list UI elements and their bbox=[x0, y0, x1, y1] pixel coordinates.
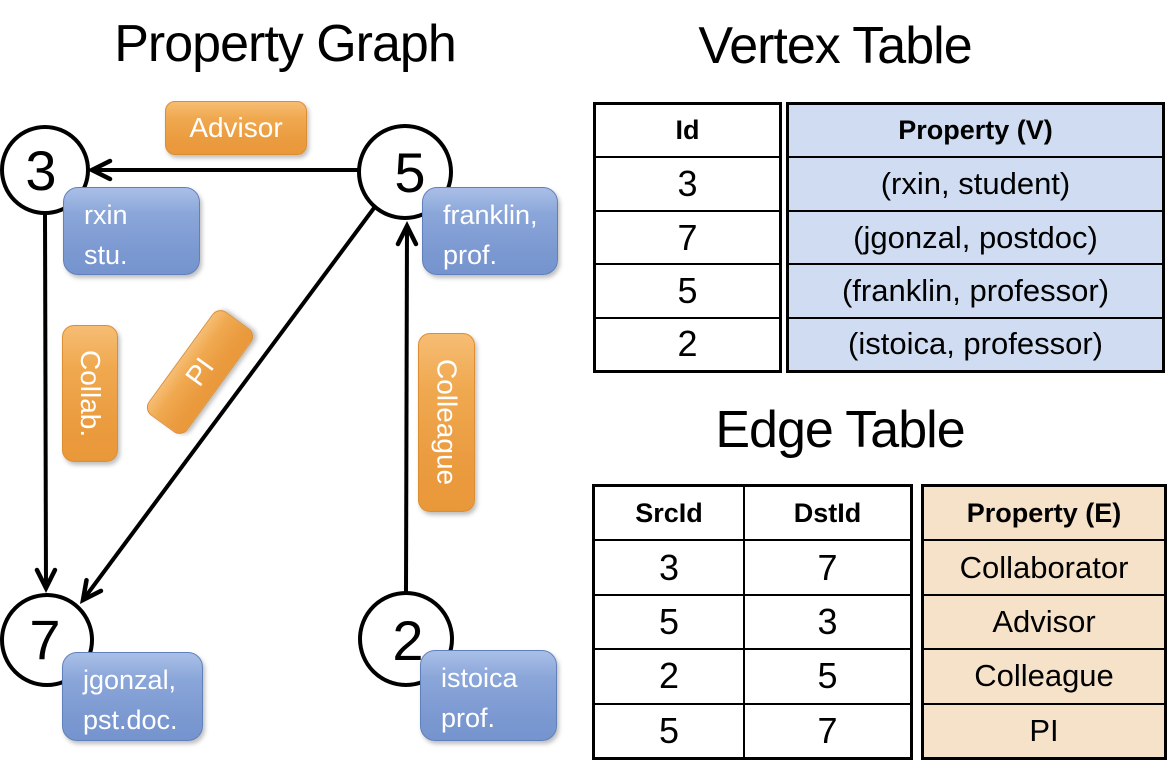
edge-dstid-header: DstId bbox=[793, 497, 862, 528]
vertex-id-cell: 7 bbox=[596, 209, 779, 263]
vertex-table-property-column: Property (V) (rxin, student) (jgonzal, p… bbox=[786, 102, 1165, 373]
edge-label-advisor: Advisor bbox=[165, 101, 307, 155]
node-2-property-line1: istoica bbox=[441, 663, 518, 693]
edge-dstid-cell: 7 bbox=[817, 709, 838, 751]
edge-colleague-arrow bbox=[395, 220, 419, 593]
edge-label-colleague-text: Colleague bbox=[431, 359, 463, 486]
edge-table-header-row: SrcId DstId bbox=[595, 487, 910, 540]
node-5-property-line2: prof. bbox=[443, 240, 498, 270]
edge-table-row: 5 3 bbox=[595, 593, 910, 649]
edge-table-title: Edge Table bbox=[715, 401, 965, 459]
vertex-table-title: Vertex Table bbox=[698, 17, 972, 75]
edge-label-collab-text: Collab. bbox=[75, 349, 106, 438]
node-5-property-line1: franklin, bbox=[443, 200, 538, 230]
node-7-property-line1: jgonzal, bbox=[83, 665, 177, 695]
edge-pi-arrow bbox=[80, 202, 379, 605]
edge-table-src-dst-columns: SrcId DstId 3 7 5 3 2 5 5 7 bbox=[592, 484, 913, 760]
edge-property-cell: Advisor bbox=[924, 593, 1164, 648]
node-5-property-box: franklin, prof. bbox=[422, 187, 558, 275]
edge-dstid-cell: 7 bbox=[817, 546, 838, 588]
edge-dstid-cell: 3 bbox=[817, 601, 838, 643]
vertex-property-cell: (franklin, professor) bbox=[789, 263, 1162, 316]
node-3-property-box: rxin stu. bbox=[63, 187, 200, 275]
edge-dstid-cell: 5 bbox=[817, 655, 838, 697]
vertex-id-cell: 3 bbox=[596, 156, 779, 209]
edge-srcid-cell: 2 bbox=[595, 650, 745, 703]
property-graph-title: Property Graph bbox=[114, 15, 457, 73]
node-2-id: 2 bbox=[392, 608, 424, 672]
edge-srcid-cell: 3 bbox=[595, 541, 745, 594]
edge-table-row: 3 7 bbox=[595, 539, 910, 594]
edge-srcid-cell: 5 bbox=[595, 595, 745, 649]
edge-table-row: 2 5 bbox=[595, 648, 910, 703]
node-3-property-line1: rxin bbox=[84, 200, 128, 230]
edge-srcid-cell: 5 bbox=[595, 704, 745, 758]
vertex-id-cell: 5 bbox=[596, 263, 779, 316]
edge-srcid-header: SrcId bbox=[595, 487, 745, 540]
node-2-property-box: istoica prof. bbox=[420, 650, 557, 741]
node-3-id: 3 bbox=[25, 138, 57, 202]
node-7-property-box: jgonzal, pst.doc. bbox=[62, 652, 203, 741]
vertex-id-cell: 2 bbox=[596, 316, 779, 370]
edge-property-cell: PI bbox=[924, 702, 1164, 757]
edge-collab-arrow bbox=[34, 213, 58, 594]
vertex-property-header: Property (V) bbox=[898, 115, 1053, 146]
node-3-property-line2: stu. bbox=[84, 240, 128, 270]
edge-table-property-column: Property (E) Collaborator Advisor Collea… bbox=[921, 484, 1167, 760]
edge-property-cell: Collaborator bbox=[924, 539, 1164, 593]
node-7-id: 7 bbox=[29, 607, 61, 671]
edge-label-colleague: Colleague bbox=[418, 333, 475, 512]
edge-property-header: Property (E) bbox=[966, 497, 1122, 528]
edge-property-cell: Colleague bbox=[924, 648, 1164, 702]
vertex-property-cell: (rxin, student) bbox=[789, 156, 1162, 209]
node-7-property-line2: pst.doc. bbox=[83, 705, 178, 735]
vertex-id-header: Id bbox=[675, 115, 700, 146]
vertex-property-cell: (jgonzal, postdoc) bbox=[789, 209, 1162, 263]
edge-table-row: 5 7 bbox=[595, 702, 910, 758]
vertex-property-cell: (istoica, professor) bbox=[789, 316, 1162, 370]
node-5-id: 5 bbox=[394, 140, 426, 204]
edge-label-collab: Collab. bbox=[62, 325, 118, 462]
vertex-table-id-column: Id 3 7 5 2 bbox=[593, 102, 782, 373]
node-2-property-line2: prof. bbox=[441, 703, 496, 733]
